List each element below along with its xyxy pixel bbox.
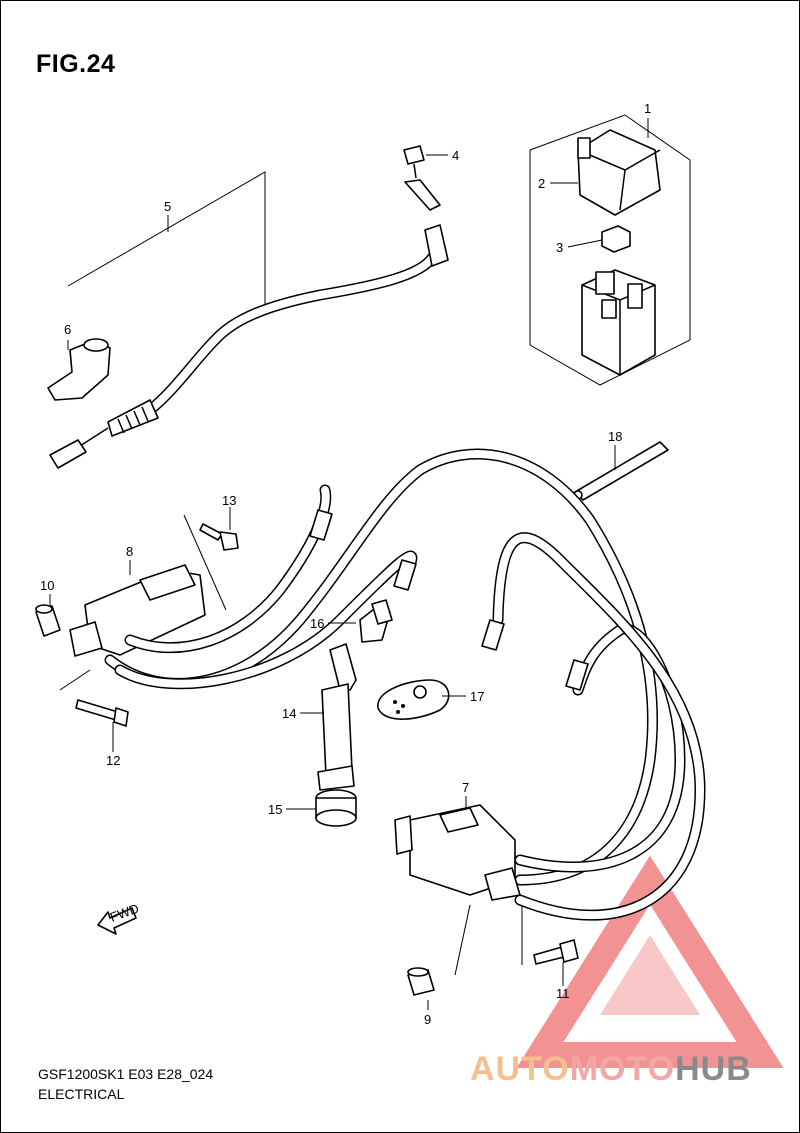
callout-10: 10 [40, 578, 54, 593]
logo-part-hub: HUB [675, 1050, 752, 1088]
starter-relay [581, 269, 656, 376]
fuse [601, 225, 631, 253]
terminal-bolt [403, 145, 425, 179]
rear-coil-bolt [533, 939, 579, 965]
callout-2: 2 [538, 176, 545, 191]
forward-direction-marker: FWD [97, 901, 141, 935]
callout-3: 3 [556, 240, 563, 255]
callout-1: 1 [644, 101, 651, 116]
callout-12: 12 [106, 753, 120, 768]
rear-coil-spacer [407, 967, 435, 996]
watermark-triangle [516, 855, 784, 1068]
callout-15: 15 [268, 802, 282, 817]
cord-clamp [359, 599, 393, 643]
callout-6: 6 [64, 322, 71, 337]
ignition-coil-front [69, 564, 206, 657]
logo-part-auto: AUTO [470, 1050, 570, 1088]
watermark-logo: AUTOMOTOHUB [470, 1050, 752, 1089]
callout-numbers: 1 2 3 4 5 6 7 8 9 10 11 12 13 14 15 16 1… [40, 101, 651, 1027]
callout-17: 17 [470, 689, 484, 704]
relay-cover [577, 129, 661, 216]
callout-7: 7 [462, 780, 469, 795]
logo-part-moto: MOTO [569, 1050, 676, 1088]
coil-spacer [35, 604, 61, 637]
ignition-coil-rear [394, 804, 521, 901]
callout-4: 4 [452, 148, 459, 163]
figure-title: FIG.24 [36, 50, 116, 78]
relay-assembly-box [529, 114, 691, 386]
callout-18: 18 [608, 429, 622, 444]
terminal-boot [47, 338, 111, 401]
callout-11: 11 [556, 986, 570, 1001]
callout-9: 9 [424, 1012, 431, 1027]
section-name: ELECTRICAL [38, 1086, 125, 1102]
wire-harness-bracket [67, 171, 266, 305]
wire-clamp-strap [573, 441, 669, 501]
screw-13-guide [183, 514, 227, 611]
spacer-9-guide [454, 904, 471, 976]
callout-16: 16 [310, 616, 324, 631]
spark-plug-cap [317, 643, 357, 791]
cord-grommet [377, 679, 450, 720]
battery-lead-wire [49, 179, 449, 469]
callout-14: 14 [282, 706, 296, 721]
coil-mounting-screw [199, 523, 239, 551]
screw-12-guide [59, 669, 91, 691]
model-code: GSF1200SK1 E03 E28_024 [38, 1066, 214, 1082]
high-tension-cords [104, 448, 706, 921]
leader-lines [49, 118, 649, 1010]
coil-bolt [75, 699, 129, 727]
callout-13: 13 [222, 493, 236, 508]
plug-cap-seal [315, 789, 357, 827]
callout-5: 5 [164, 199, 171, 214]
callout-8: 8 [126, 544, 133, 559]
